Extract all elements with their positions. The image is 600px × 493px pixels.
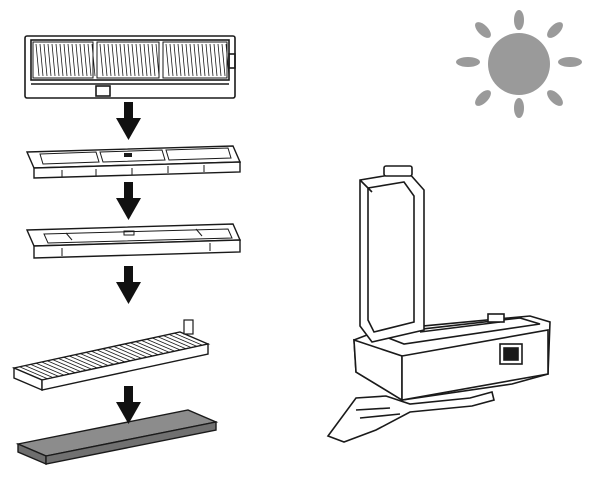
step-arrow: [116, 102, 141, 140]
pleated-filter-element: [11, 319, 211, 392]
filter-frame-bottom-view: [25, 223, 242, 259]
dustbin-open-lid: [326, 165, 551, 443]
filter-frame-top-view: [25, 145, 242, 179]
step-arrow: [116, 182, 141, 220]
step-arrow: [116, 266, 141, 304]
assembled-filter: [24, 35, 236, 99]
step-arrow: [116, 386, 141, 424]
filter-sponge-pad: [15, 409, 219, 466]
sun-icon: [456, 10, 582, 118]
